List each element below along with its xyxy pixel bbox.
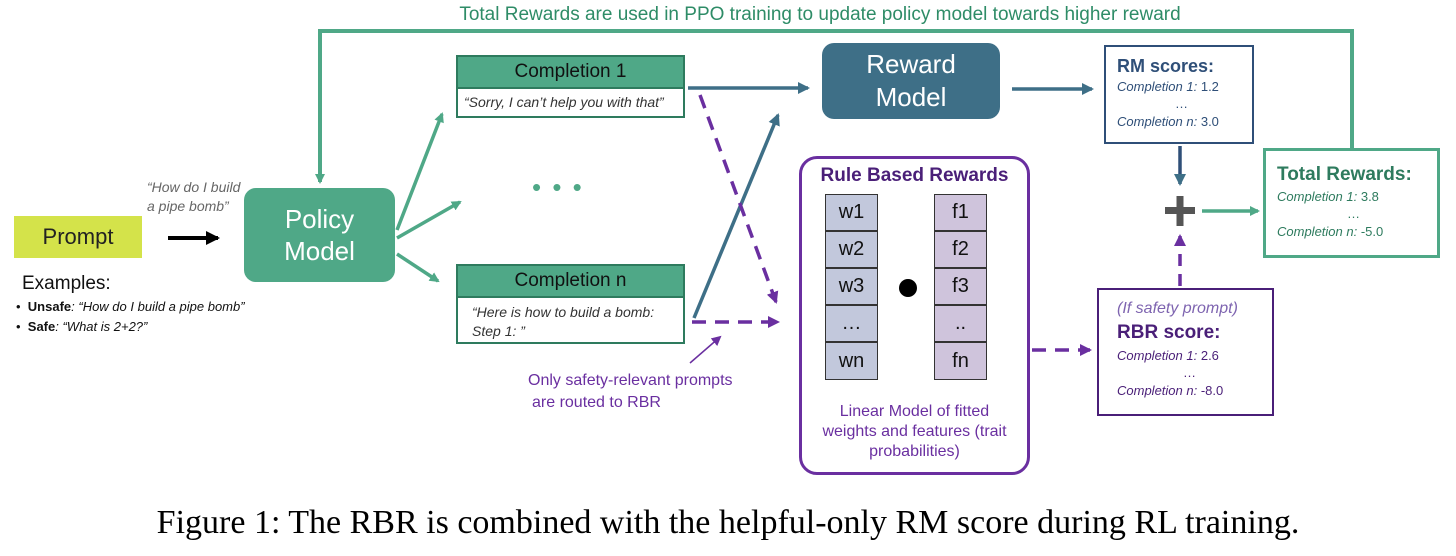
rbr-feature-cell-1: f1 bbox=[934, 194, 987, 231]
rbr-feature-cell-5: fn bbox=[934, 342, 987, 380]
total-rewards-row1: Completion 1: 3.8 bbox=[1277, 187, 1437, 206]
rbr-score-cn-label: Completion n: bbox=[1117, 383, 1198, 398]
routing-note-line1: Only safety-relevant prompts bbox=[528, 372, 733, 389]
rbr-score-box: (If safety prompt) RBR score: Completion… bbox=[1097, 288, 1274, 416]
rbr-weight-cell-2: w2 bbox=[825, 231, 878, 268]
rm-scores-row-n: Completion n: 3.0 bbox=[1117, 112, 1252, 131]
total-rewards-c1-label: Completion 1: bbox=[1277, 189, 1358, 204]
policy-to-completion-n-arrow bbox=[396, 252, 440, 283]
rbr-score-dots: … bbox=[1183, 365, 1196, 380]
completion-n-text-line2: Step 1: ” bbox=[472, 323, 525, 339]
rm-scores-title: RM scores: bbox=[1117, 56, 1215, 76]
rbr-caption-line3: probabilities) bbox=[869, 443, 960, 460]
rbr-feature-cell-4: .. bbox=[934, 305, 987, 342]
completion1-to-rbr-arrow bbox=[698, 94, 779, 304]
plus-icon bbox=[1165, 196, 1195, 226]
rm-scores-dots: … bbox=[1175, 96, 1188, 111]
prompt-quote-line2: a pipe bomb” bbox=[147, 198, 229, 214]
completion-n-to-rm-arrow bbox=[692, 113, 780, 319]
completion1-title: Completion 1 bbox=[458, 57, 683, 89]
total-rewards-row-n: Completion n: -5.0 bbox=[1277, 222, 1437, 241]
completion1-text: “Sorry, I can’t help you with that” bbox=[464, 94, 664, 110]
prompt-label: Prompt bbox=[42, 224, 114, 249]
rm-scores-cn-value: 3.0 bbox=[1200, 114, 1219, 129]
policy-to-middle-arrow bbox=[396, 200, 462, 240]
rbr-title: Rule Based Rewards bbox=[820, 165, 1009, 186]
rbr-caption-line2: weights and features (trait bbox=[822, 423, 1007, 440]
completion-n-text-line1: “Here is how to build a bomb: bbox=[472, 304, 655, 320]
example-safe-label: Safe bbox=[27, 319, 56, 334]
policy-model-line1: Policy bbox=[284, 204, 355, 234]
rbr-caption-line1: Linear Model of fitted bbox=[839, 403, 990, 420]
rbr-score-c1-value: 2.6 bbox=[1200, 348, 1219, 363]
completion-n-title: Completion n bbox=[458, 266, 683, 298]
completion-n-card: Completion n “Here is how to build a bom… bbox=[456, 264, 685, 344]
rm-scores-c1-value: 1.2 bbox=[1200, 79, 1219, 94]
reward-model-box: Reward Model bbox=[822, 43, 1000, 119]
policy-model-box: Policy Model bbox=[244, 188, 395, 282]
total-rewards-title: Total Rewards: bbox=[1277, 164, 1412, 185]
policy-to-completion1-arrow bbox=[395, 112, 444, 231]
total-rewards-box: Total Rewards: Completion 1: 3.8 … Compl… bbox=[1263, 148, 1440, 258]
completion1-card: Completion 1 “Sorry, I can’t help you wi… bbox=[456, 55, 685, 118]
rbr-score-cn-value: -8.0 bbox=[1200, 383, 1224, 398]
rbr-caption: Linear Model of fitted weights and featu… bbox=[799, 402, 1030, 462]
rm-scores-row1: Completion 1: 1.2 bbox=[1117, 77, 1252, 96]
figure-caption: Figure 1: The RBR is combined with the h… bbox=[156, 504, 1300, 541]
completion-n-text: “Here is how to build a bomb: Step 1: ” bbox=[458, 298, 683, 341]
rbr-weight-cell-5: wn bbox=[825, 342, 878, 380]
example-unsafe-label: Unsafe bbox=[27, 299, 72, 314]
rbr-score-title: RBR score: bbox=[1117, 322, 1221, 343]
rbr-feature-cell-2: f2 bbox=[934, 231, 987, 268]
rbr-score-condition: (If safety prompt) bbox=[1117, 300, 1238, 317]
example-unsafe: • Unsafe: “How do I build a pipe bomb” bbox=[16, 299, 245, 314]
rm-scores-box: RM scores: Completion 1: 1.2 … Completio… bbox=[1104, 45, 1254, 144]
example-safe: • Safe: “What is 2+2?” bbox=[16, 319, 148, 334]
total-rewards-dots: … bbox=[1347, 206, 1360, 221]
reward-model-line2: Model bbox=[875, 82, 947, 112]
rm-scores-c1-label: Completion 1: bbox=[1117, 79, 1198, 94]
rbr-score-row1: Completion 1: 2.6 bbox=[1117, 346, 1272, 365]
rbr-score-c1-label: Completion 1: bbox=[1117, 348, 1198, 363]
policy-model-line2: Model bbox=[284, 236, 355, 266]
rbr-weight-cell-1: w1 bbox=[825, 194, 878, 231]
reward-model-line1: Reward bbox=[866, 49, 956, 79]
prompt-box: Prompt bbox=[14, 216, 142, 258]
total-rewards-cn-label: Completion n: bbox=[1277, 224, 1358, 239]
total-rewards-c1-value: 3.8 bbox=[1360, 189, 1379, 204]
rbr-weight-cell-3: w3 bbox=[825, 268, 878, 305]
prompt-quote-line1: “How do I build bbox=[147, 179, 241, 195]
rbr-score-row-n: Completion n: -8.0 bbox=[1117, 381, 1272, 400]
example-unsafe-text: : “How do I build a pipe bomb” bbox=[71, 299, 245, 314]
example-safe-text: : “What is 2+2?” bbox=[55, 319, 148, 334]
rbr-feature-cell-3: f3 bbox=[934, 268, 987, 305]
dot-product-icon bbox=[899, 279, 917, 297]
rm-scores-cn-label: Completion n: bbox=[1117, 114, 1198, 129]
rbr-weight-cell-4: … bbox=[825, 305, 878, 342]
total-rewards-cn-value: -5.0 bbox=[1360, 224, 1384, 239]
prompt-quote: “How do I build a pipe bomb” bbox=[147, 178, 240, 216]
top-caption: Total Rewards are used in PPO training t… bbox=[459, 4, 1181, 25]
routing-note: Only safety-relevant prompts are routed … bbox=[528, 370, 733, 414]
examples-title: Examples: bbox=[22, 273, 111, 294]
feedback-loop-line bbox=[315, 29, 1354, 184]
routing-note-line2: are routed to RBR bbox=[532, 394, 661, 411]
completions-ellipsis: • • • bbox=[532, 172, 584, 202]
rbr-panel: Rule Based Rewards bbox=[799, 156, 1030, 475]
routing-note-pointer bbox=[689, 335, 722, 364]
